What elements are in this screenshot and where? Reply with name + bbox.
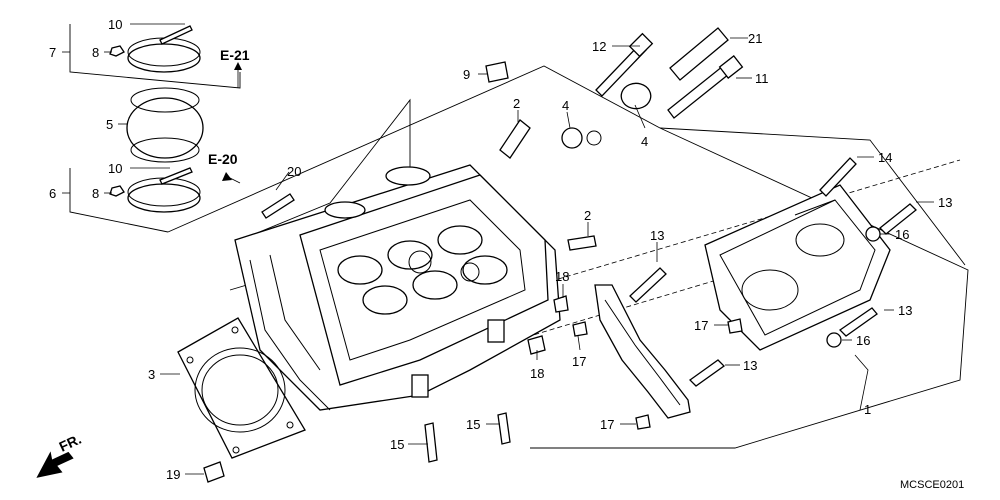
callout-label: 13 [743, 358, 757, 373]
callout-label: 14 [878, 150, 892, 165]
callout-label: 7 [49, 45, 56, 60]
front-direction-label: FR. [57, 431, 84, 455]
callout-label: 6 [49, 186, 56, 201]
callout-label: 18 [555, 269, 569, 284]
callout-label: 8 [92, 45, 99, 60]
callout-label: 15 [390, 437, 404, 452]
callout-label: 16 [856, 333, 870, 348]
callout-label: 15 [466, 417, 480, 432]
camshaft-holder [594, 284, 691, 419]
callout-label: 4 [641, 134, 648, 149]
cylinder-head [234, 164, 561, 411]
callout-label: 4 [562, 98, 569, 113]
callout-label: 19 [166, 467, 180, 482]
callout-label: 13 [938, 195, 952, 210]
callout-label: 17 [694, 318, 708, 333]
callout-label: 16 [895, 227, 909, 242]
callout-label: 2 [513, 96, 520, 111]
callout-label: 21 [748, 31, 762, 46]
callout-label: 17 [572, 354, 586, 369]
cylinder-head-cover [704, 184, 891, 351]
callout-label: 1 [864, 402, 871, 417]
reference-arrows [222, 62, 242, 184]
reference-e20: E-20 [208, 151, 238, 167]
leader-lines [62, 23, 934, 475]
callout-label: 11 [755, 71, 769, 86]
callout-label: 13 [650, 228, 664, 243]
callout-label: 8 [92, 186, 99, 201]
callout-labels: 1 2 2 3 4 4 5 6 7 8 8 9 10 10 11 12 13 1… [49, 17, 952, 482]
reference-e21: E-21 [220, 47, 250, 63]
e20-arrow-icon [222, 172, 232, 181]
head-gasket [177, 317, 306, 459]
small-parts [203, 27, 917, 483]
front-direction-arrow: FR. [36, 431, 84, 478]
e21-arrow-icon [234, 62, 242, 70]
callout-label: 9 [463, 67, 470, 82]
callout-label: 18 [530, 366, 544, 381]
callout-label: 13 [898, 303, 912, 318]
section-references: E-21 E-20 [208, 47, 250, 167]
callout-label: 20 [287, 164, 301, 179]
intake-insulator-stack [109, 25, 204, 213]
callout-label: 2 [584, 208, 591, 223]
callout-label: 10 [108, 17, 122, 32]
callout-label: 17 [600, 417, 614, 432]
callout-label: 10 [108, 161, 122, 176]
callout-label: 12 [592, 39, 606, 54]
callout-label: 5 [106, 117, 113, 132]
callout-label: 3 [148, 367, 155, 382]
diagram-code: MCSCE0201 [900, 479, 964, 491]
